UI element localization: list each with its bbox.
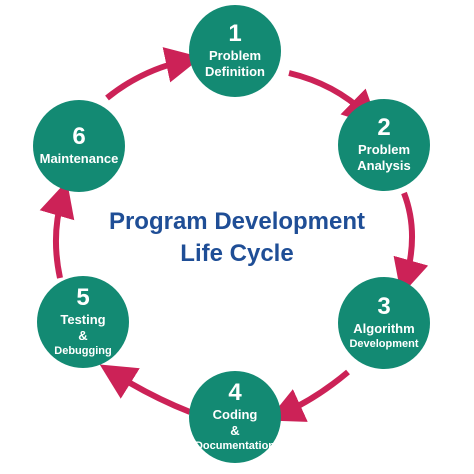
step-label-line-3: Documentation (194, 440, 276, 452)
arrow-4-to-5 (99, 364, 192, 415)
step-number: 1 (228, 20, 242, 47)
step-label-line-1: Problem (208, 48, 261, 63)
step-node-4: 4 Coding & Documentation (189, 371, 281, 463)
diagram-title-line-1: Program Development (108, 208, 366, 235)
step-label-line-1: Maintenance (39, 151, 119, 166)
step-label-line-1: Problem (357, 142, 410, 157)
step-node-2: 2 Problem Analysis (338, 99, 430, 191)
arrow-3-to-4 (267, 369, 350, 422)
diagram-title: Program Development Life Cycle (87, 206, 387, 270)
step-label-line-1: Algorithm (353, 321, 415, 336)
step-node-1: 1 Problem Definition (189, 5, 281, 97)
step-number: 3 (377, 293, 391, 320)
step-label-line-2: & (78, 328, 88, 343)
step-number: 5 (76, 284, 90, 311)
step-label-line-3: Debugging (54, 345, 112, 357)
step-label-line-2: Definition (205, 64, 265, 79)
step-number: 2 (377, 114, 391, 141)
step-node-5: 5 Testing & Debugging (37, 276, 129, 368)
step-label-line-1: Coding (212, 407, 258, 422)
step-node-3: 3 Algorithm Development (338, 277, 430, 369)
step-node-6: 6 Maintenance (33, 100, 125, 192)
step-label-line-1: Testing (60, 312, 106, 327)
step-label-line-2: & (230, 423, 240, 438)
arrow-1-to-2 (288, 70, 379, 127)
step-number: 4 (228, 379, 242, 406)
arrow-6-to-1 (105, 47, 202, 101)
step-label-line-2: Analysis (357, 158, 411, 173)
arrow-2-to-3 (393, 191, 429, 296)
diagram-title-line-2: Life Cycle (180, 240, 294, 267)
arrow-5-to-6 (39, 180, 75, 279)
step-number: 6 (72, 123, 86, 150)
step-label-line-2: Development (349, 338, 419, 350)
